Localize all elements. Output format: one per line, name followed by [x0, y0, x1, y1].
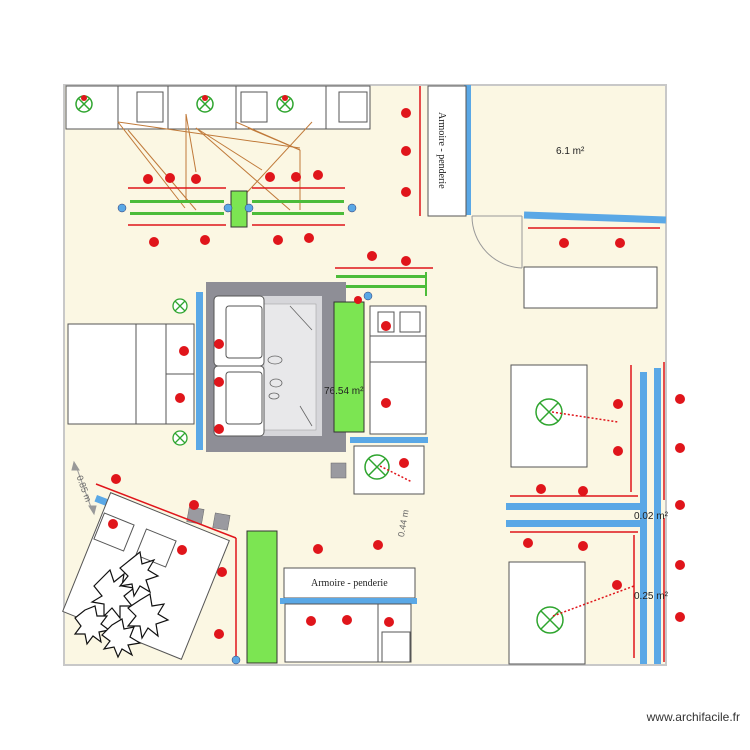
left-storage [67, 323, 195, 425]
area-label-corridor-a: 0.02 m² [634, 511, 668, 522]
wall-light-icon [172, 298, 188, 446]
bed-mattress [263, 303, 317, 431]
area-label-main: 76.54 m² [324, 386, 364, 397]
watermark: www.archifacile.fr [646, 710, 740, 724]
wiring [117, 113, 313, 211]
room-top-right-wall [464, 85, 471, 215]
blue-wall-wardrobe [280, 598, 417, 604]
ceiling-light-icon [535, 398, 564, 634]
wardrobe-top [427, 85, 467, 217]
blue-wall-under-nightstand [350, 437, 428, 443]
wardrobe-bottom-label: Armoire - penderie [311, 578, 388, 589]
door-swing [471, 215, 523, 269]
junction-points [117, 203, 373, 301]
wardrobe-bottom [283, 567, 416, 599]
lamp-icon [364, 454, 390, 480]
green-cabinet-right [333, 301, 365, 433]
desk-top-right [523, 266, 658, 309]
area-label-top-right: 6.1 m² [556, 146, 585, 157]
ceiling-light-icon [75, 95, 294, 113]
shelf-center [335, 267, 433, 296]
dining-table-left [128, 187, 226, 226]
bed-sheet-pattern [267, 305, 313, 427]
top-cabinets [65, 85, 371, 130]
plant-icon [73, 550, 170, 659]
headboard-wall [196, 292, 203, 450]
stool [212, 512, 231, 531]
dimension-arrow [71, 460, 97, 516]
nightstand-right [369, 305, 427, 435]
dining-table-right [252, 187, 345, 226]
room-top-right-wall-bottom [523, 211, 667, 224]
green-cabinet-bottom [246, 530, 278, 664]
green-block-center [230, 190, 248, 228]
area-label-corridor-b: 0.25 m² [634, 591, 668, 602]
outlet-markers-top [81, 95, 288, 101]
bed-pillows [213, 295, 265, 437]
outlet-markers [108, 108, 685, 639]
corridor-walls [506, 368, 661, 664]
cabinet-bottom [284, 603, 412, 663]
stool [330, 462, 347, 479]
wardrobe-top-label: Armoire - penderie [436, 112, 447, 189]
